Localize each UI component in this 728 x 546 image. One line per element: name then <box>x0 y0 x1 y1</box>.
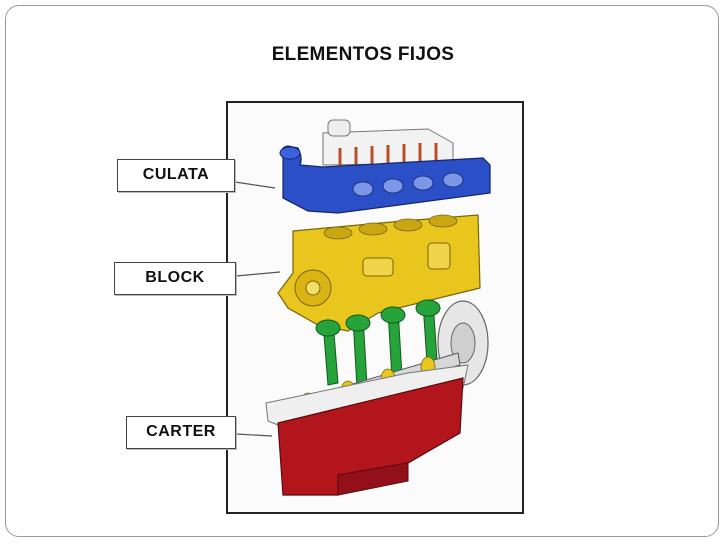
slide-title: ELEMENTOS FIJOS <box>271 44 455 65</box>
label-culata: CULATA <box>117 159 235 192</box>
engine-illustration <box>226 101 524 514</box>
engine-drawing <box>265 119 491 496</box>
engine-block <box>277 214 481 332</box>
label-carter: CARTER <box>126 416 236 449</box>
label-block: BLOCK <box>114 262 236 295</box>
cylinder-head <box>279 145 491 214</box>
oil-pan <box>277 377 464 496</box>
